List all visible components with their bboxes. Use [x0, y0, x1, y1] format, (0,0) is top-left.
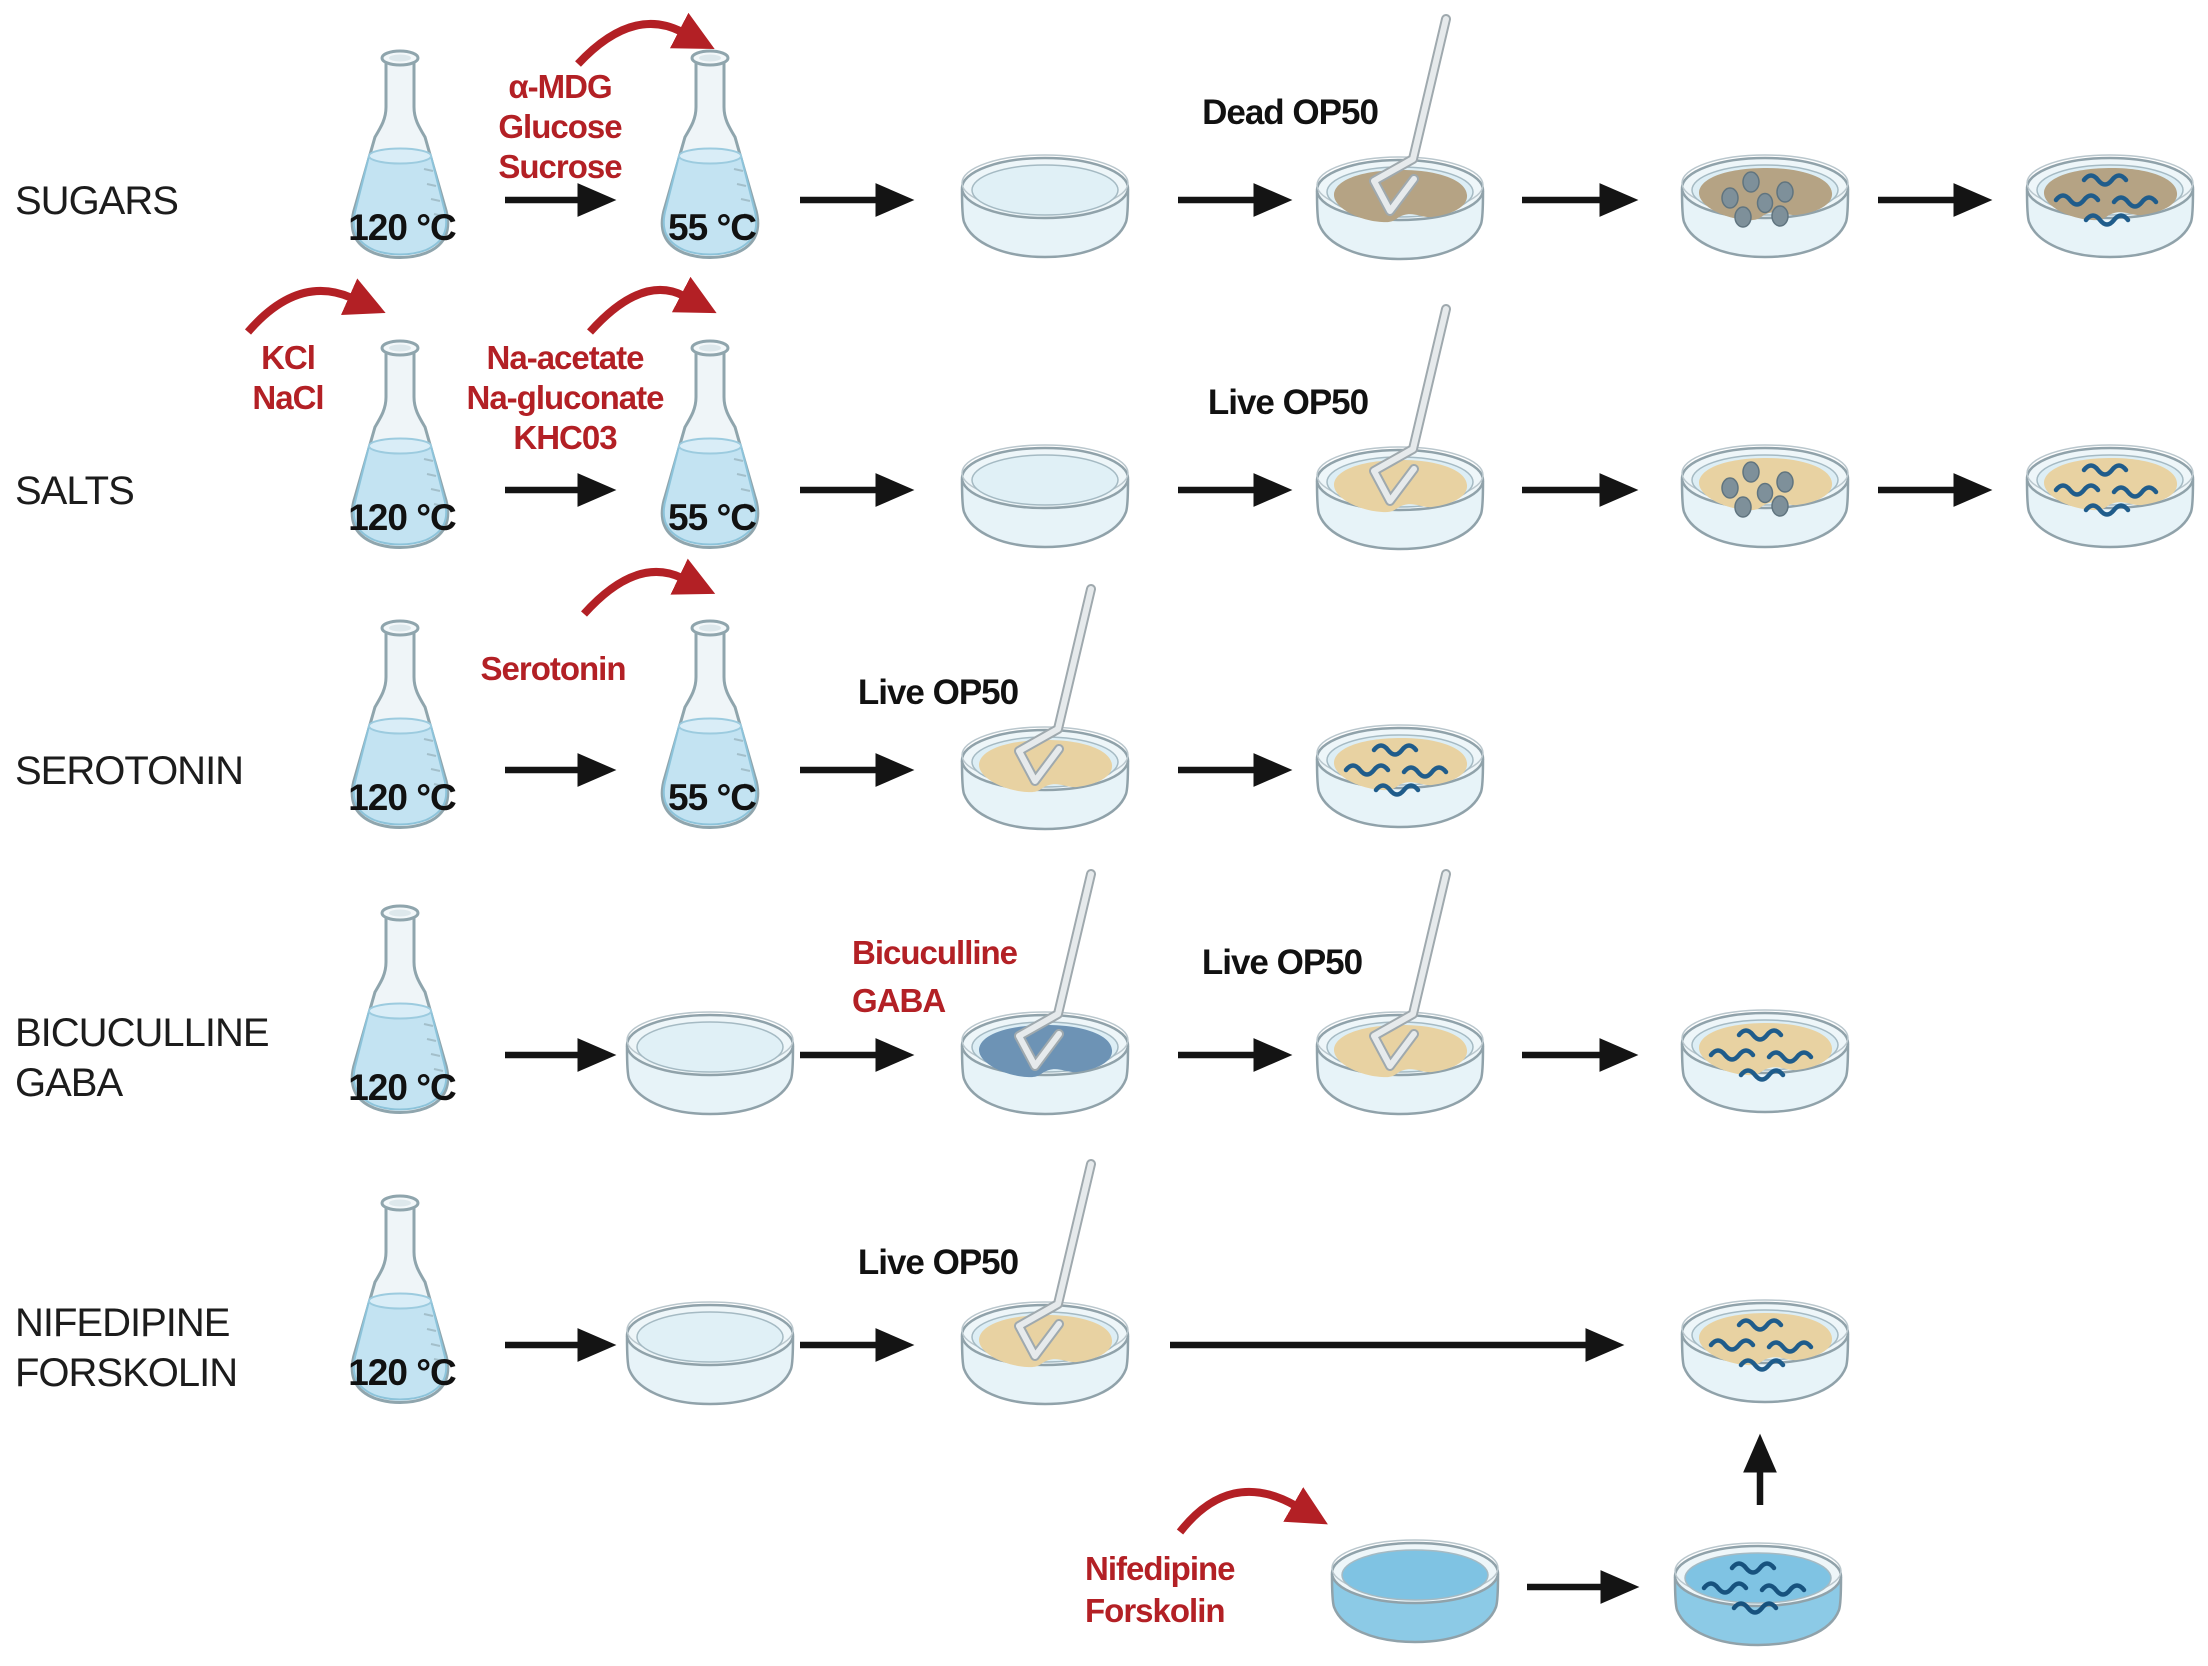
row-label: FORSKOLIN	[15, 1351, 237, 1395]
flask-temp: 55 °C	[668, 777, 756, 818]
additive-label: NaCl	[252, 379, 323, 416]
petri-dish-empty	[625, 1300, 795, 1406]
red-curved-arrow-icon	[587, 276, 717, 335]
red-curved-arrow-icon	[1176, 1487, 1328, 1535]
row-label: BICUCULLINE	[15, 1011, 269, 1055]
flask-temp: 120 °C	[348, 497, 456, 538]
additive-label: Na-gluconate	[466, 379, 664, 416]
row-label: SEROTONIN	[15, 749, 243, 793]
petri-dish-eggs	[1680, 153, 1850, 259]
additive-label: GABA	[852, 982, 945, 1019]
red-curved-arrow-icon	[575, 12, 715, 67]
additive-label: α-MDG	[508, 68, 611, 105]
additive-label: Bicuculline	[852, 934, 1018, 971]
petri-dish-worms	[1315, 723, 1485, 829]
flask-temp: 120 °C	[348, 1352, 456, 1393]
petri-dish-worms	[2025, 153, 2195, 259]
petri-dish-worms-final	[1680, 1298, 1850, 1404]
petri-dish-live-op50-spreading	[960, 1164, 1130, 1406]
petri-dish-worms	[2025, 443, 2195, 549]
petri-dish-drug-liquid	[1330, 1538, 1500, 1644]
flask-temp: 55 °C	[668, 497, 756, 538]
petri-dish-live-op50-spreading	[1315, 874, 1485, 1116]
red-curved-arrow-icon	[244, 278, 386, 335]
additive-label: Forskolin	[1085, 1592, 1225, 1629]
food-label: Live OP50	[1208, 383, 1369, 422]
row-label: SUGARS	[15, 179, 178, 223]
petri-dish-empty	[960, 443, 1130, 549]
petri-dish-eggs	[1680, 443, 1850, 549]
petri-dish-drug-liquid-worms	[1673, 1541, 1843, 1647]
flask-temp: 120 °C	[348, 207, 456, 248]
additive-label: KCl	[261, 339, 315, 376]
petri-dish-worms	[1680, 1008, 1850, 1114]
additive-label: Sucrose	[498, 148, 622, 185]
additive-label: KHC03	[513, 419, 617, 456]
row-sugars: SUGARS 120 °C α-MDG Glucose Sucrose 55 °…	[15, 12, 2195, 261]
red-curved-arrow-icon	[581, 558, 716, 617]
flask-temp: 120 °C	[348, 1067, 456, 1108]
row-label: NIFEDIPINE	[15, 1301, 229, 1345]
food-label: Live OP50	[858, 1243, 1019, 1282]
additive-label: Glucose	[498, 108, 622, 145]
petri-dish-drug-spreading	[960, 874, 1130, 1116]
petri-dish-live-op50-spreading	[1315, 309, 1485, 551]
row-bicuculline-gaba: BICUCULLINE GABA 120 °C Bicuculline GABA…	[15, 874, 1850, 1116]
food-label: Dead OP50	[1202, 93, 1378, 132]
petri-dish-empty	[625, 1010, 795, 1116]
row-salts: SALTS KCl NaCl 120 °C Na-acetate Na-gluc…	[15, 276, 2195, 551]
additive-label: Nifedipine	[1085, 1550, 1235, 1587]
food-label: Live OP50	[1202, 943, 1363, 982]
food-label: Live OP50	[858, 673, 1019, 712]
petri-dish-dead-op50-spreading	[1315, 19, 1485, 261]
row-label: GABA	[15, 1061, 123, 1105]
petri-dish-empty	[960, 153, 1130, 259]
additive-label: Serotonin	[481, 650, 626, 687]
flask-temp: 55 °C	[668, 207, 756, 248]
row-serotonin: SEROTONIN 120 °C Serotonin 55 °C Live OP…	[15, 558, 1485, 831]
row-label: SALTS	[15, 469, 134, 513]
additive-label: Na-acetate	[487, 339, 645, 376]
flask-temp: 120 °C	[348, 777, 456, 818]
row-nifedipine-forskolin: NIFEDIPINE FORSKOLIN 120 °C Live OP50 Ni…	[15, 1164, 1850, 1647]
